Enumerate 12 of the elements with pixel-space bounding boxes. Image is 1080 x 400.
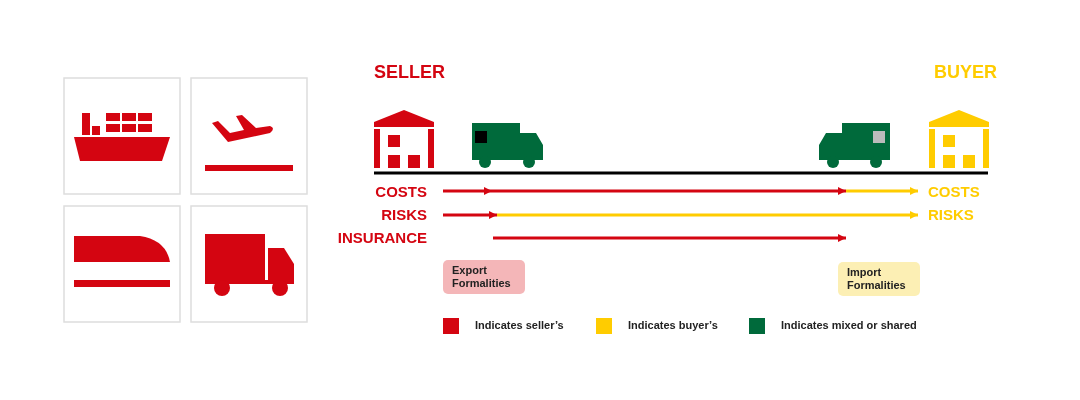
row-label: COSTS xyxy=(928,183,980,200)
formalities-box: Export Formalities xyxy=(443,260,525,294)
row-label: INSURANCE xyxy=(337,229,427,246)
row-label: RISKS xyxy=(381,206,427,223)
row-label: RISKS xyxy=(928,206,974,223)
legend-label: Indicates seller’s xyxy=(475,319,564,331)
party-heading: SELLER xyxy=(374,62,445,83)
legend-label: Indicates buyer’s xyxy=(628,319,718,331)
formalities-box: Import Formalities xyxy=(838,262,920,296)
legend-label: Indicates mixed or shared xyxy=(781,319,917,331)
party-heading: BUYER xyxy=(934,62,997,83)
row-label: COSTS xyxy=(375,183,427,200)
